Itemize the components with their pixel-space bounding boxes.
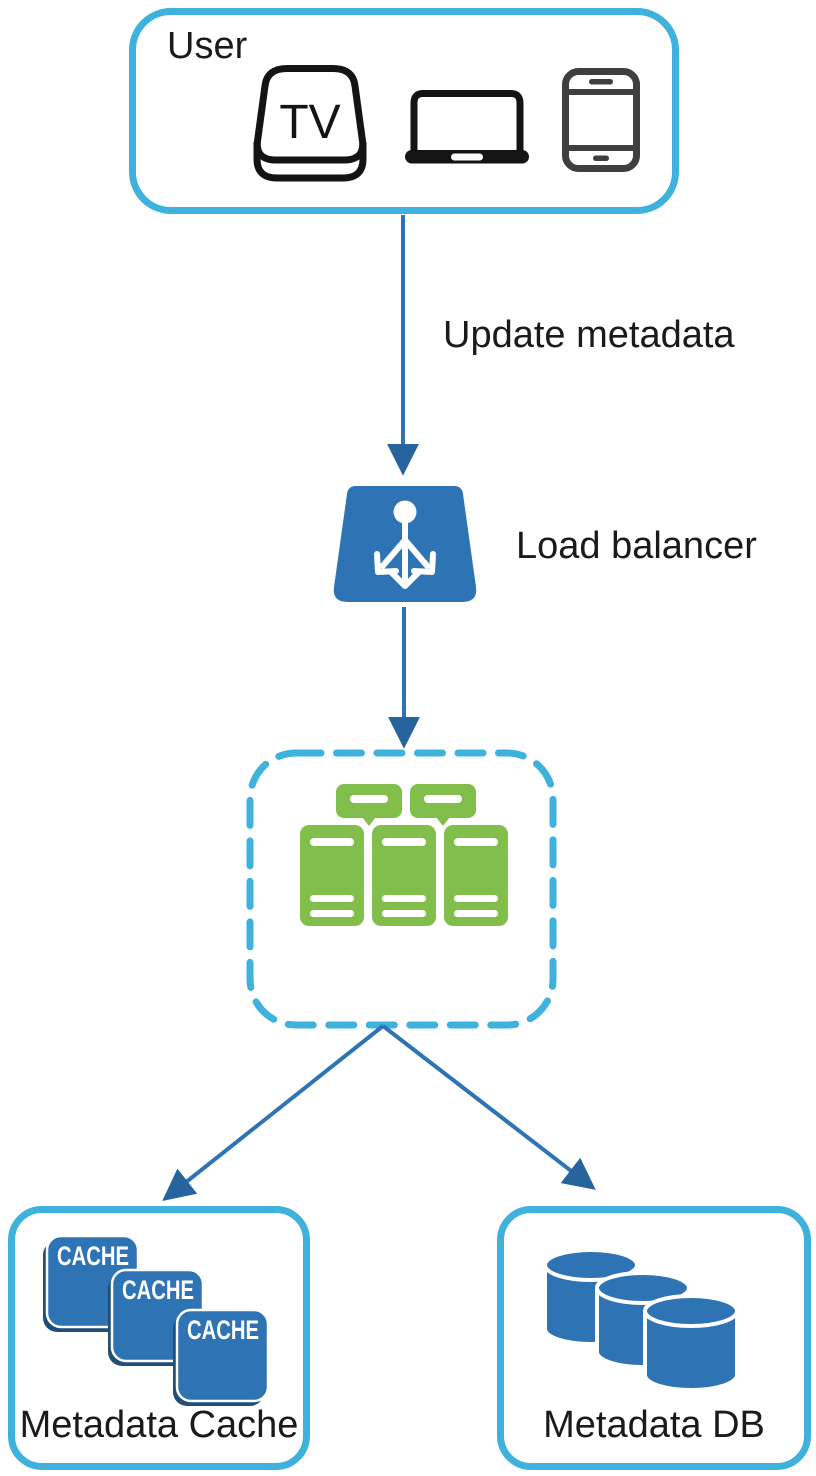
svg-text:CACHE: CACHE <box>122 1275 194 1305</box>
metadata-db-node-box: Metadata DB <box>497 1206 811 1470</box>
cache-stack-icon: CACHE CACHE CACHE <box>43 1234 270 1406</box>
api-servers-icon <box>300 784 508 926</box>
metadata-cache-node-box: CACHE CACHE CACHE Metadata Cache <box>8 1206 310 1470</box>
db-cylinder-3 <box>643 1294 739 1392</box>
smartphone-icon <box>562 68 640 172</box>
user-node-box: User TV <box>129 8 679 214</box>
svg-text:CACHE: CACHE <box>187 1315 259 1345</box>
svg-text:CACHE: CACHE <box>57 1241 129 1271</box>
user-node-label: User <box>167 25 248 67</box>
cache-badge-3: CACHE <box>173 1308 270 1406</box>
laptop-icon <box>405 90 529 164</box>
load-balancer-label: Load balancer <box>516 525 757 567</box>
database-cylinders-icon <box>543 1248 739 1392</box>
metadata-db-label: Metadata DB <box>543 1404 765 1446</box>
tv-device-icon: TV <box>253 65 367 182</box>
load-balancer-icon <box>333 486 477 602</box>
arrow-api-servers-to-metadata-cache <box>162 1024 385 1201</box>
arrow-api-servers-to-metadata-db <box>381 1024 596 1190</box>
svg-text:TV: TV <box>279 96 340 149</box>
metadata-cache-label: Metadata Cache <box>19 1404 299 1446</box>
edge-label-update-metadata: Update metadata <box>443 314 735 356</box>
